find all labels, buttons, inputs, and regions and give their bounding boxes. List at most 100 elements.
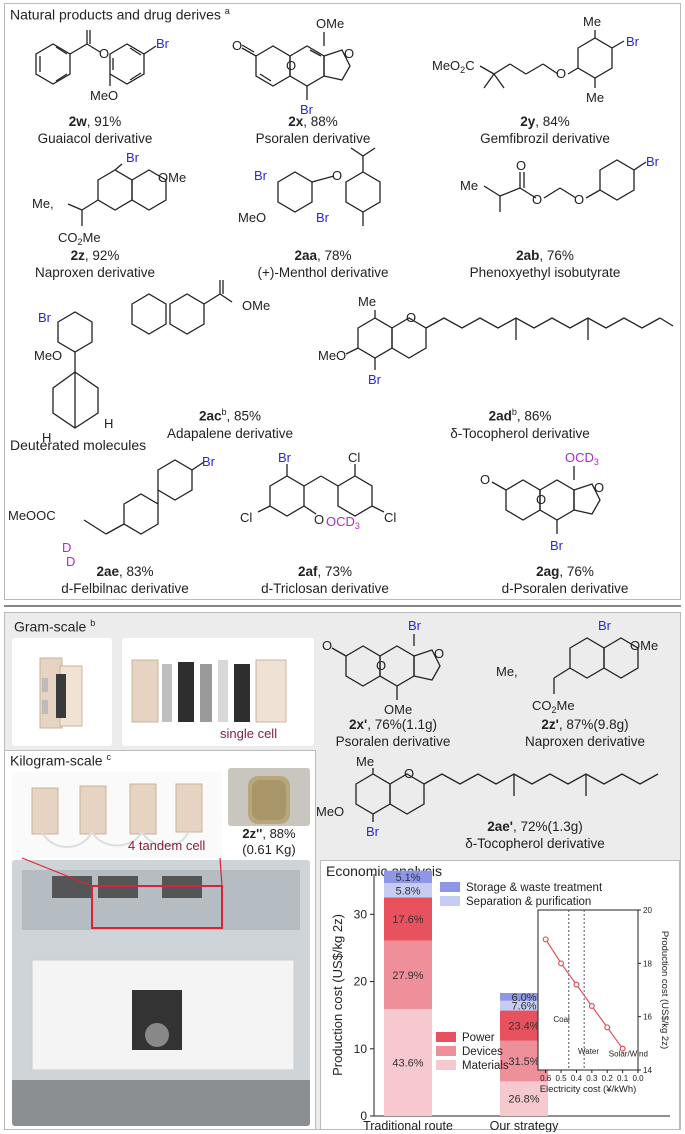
legend-label: Materials <box>462 1060 509 1072</box>
data-point <box>588 1003 595 1010</box>
atom-br2: Br <box>316 210 330 225</box>
atom-me: Me, <box>32 196 54 211</box>
atom-o3: O <box>516 158 526 173</box>
atom-o: O <box>99 46 109 61</box>
data-point <box>558 960 565 967</box>
molecule-2ag: OCD3 O O O Br <box>480 450 604 553</box>
legend-swatch <box>436 1032 456 1042</box>
legend-label: Separation & purification <box>466 896 591 908</box>
tandem-label: 4 tandem cell <box>128 838 206 853</box>
atom-o3: O <box>594 480 604 495</box>
atom-o: O <box>574 192 584 207</box>
data-point <box>542 936 549 943</box>
y-tick-label: 20 <box>643 906 652 915</box>
atom-br: Br <box>278 450 292 465</box>
atom-o: O <box>314 512 324 527</box>
molecule-2x: OMe O O O Br <box>232 16 354 117</box>
data-label: 43.6% <box>392 1058 423 1070</box>
bar-segment <box>384 1009 432 1116</box>
caption-2ae: 2ae, 83%d-Felbilnac derivative <box>61 564 189 596</box>
bar-segment <box>384 883 432 898</box>
atom-me: Me <box>356 754 374 769</box>
atom-br: Br <box>202 454 216 469</box>
product-caption: 2z'', 88%(0.61 Kg) <box>242 826 296 857</box>
y-tick-label: 10 <box>354 1042 368 1056</box>
tandem-cell-photo: 4 tandem cell <box>12 772 222 858</box>
atom-d2: D <box>66 554 75 569</box>
molecule-2z-prime: Br OMe Me, CO2Me <box>496 618 658 715</box>
atom-br: Br <box>156 36 170 51</box>
caption-2ac: 2acb, 85%Adapalene derivative <box>166 407 294 441</box>
atom-o2: O <box>532 192 542 207</box>
atom-ome: OMe <box>316 16 344 31</box>
x-tick-label: 0.0 <box>632 1074 644 1083</box>
atom-o2: O <box>536 492 546 507</box>
atom-o: O <box>232 38 242 53</box>
atom-me2: Me <box>586 90 604 105</box>
lab-setup-photo <box>12 860 310 1126</box>
atom-o2: O <box>286 58 296 73</box>
section-divider <box>4 605 681 607</box>
x-tick-label: 0.3 <box>586 1074 598 1083</box>
caption-2aa: 2aa, 78%(+)-Menthol derivative <box>257 248 389 280</box>
atom-cl2: Cl <box>240 510 252 525</box>
x-tick-label: 0.4 <box>571 1074 583 1083</box>
y-tick-label: 14 <box>643 1066 652 1075</box>
atom-br: Br <box>408 618 422 633</box>
molecule-2af: Br Cl Cl Cl O OCD3 <box>240 450 396 531</box>
molecule-2aa: Br Br MeO O <box>238 147 381 226</box>
data-label: 31.5% <box>508 1056 539 1068</box>
legend-label: Storage & waste treatment <box>466 882 603 894</box>
atom-o: O <box>404 766 414 781</box>
caption-2z: 2z, 92%Naproxen derivative <box>34 248 156 280</box>
region-label: Solar/Wind <box>609 1050 648 1059</box>
data-point <box>604 1024 611 1031</box>
category-label: Our strategy <box>490 1119 560 1132</box>
atom-ocd3: OCD3 <box>565 450 599 467</box>
data-label: 5.8% <box>395 885 420 897</box>
atom-cl: Cl <box>348 450 360 465</box>
data-label: 6.0% <box>511 992 536 1004</box>
reactor-photo <box>12 638 112 746</box>
atom-ome: OMe <box>158 170 186 185</box>
product-jar-photo <box>228 768 310 826</box>
atom-o: O <box>480 472 490 487</box>
atom-meooc: MeOOC <box>8 508 56 523</box>
legend-swatch <box>440 882 460 892</box>
y-tick-label: 20 <box>354 975 368 989</box>
y-tick-label: 0 <box>360 1109 367 1123</box>
atom-meo: MeO <box>238 210 266 225</box>
kilogram-title: Kilogram-scale c <box>10 752 111 769</box>
molecule-2w: O Br MeO <box>35 30 170 103</box>
atom-br: Br <box>626 34 640 49</box>
x-tick-label: 0.2 <box>602 1074 614 1083</box>
bar-segment <box>500 992 548 1001</box>
bar-segment <box>500 1081 548 1116</box>
atom-o: O <box>332 168 342 183</box>
atom-o: O <box>322 638 332 653</box>
molecule-2ab: Br O O O Me <box>460 154 660 212</box>
natural-products-panel <box>4 3 681 600</box>
caption-2w: 2w, 91%Guaiacol derivative <box>37 114 153 146</box>
caption-2z-prime: 2z', 87%(9.8g)Naproxen derivative <box>524 717 646 749</box>
atom-cd3: OCD3 <box>326 514 360 531</box>
atom-br: Br <box>366 824 380 839</box>
atom-ome: OMe <box>384 702 412 717</box>
atom-me: Me <box>460 178 478 193</box>
legend-swatch <box>436 1046 456 1056</box>
bar-segment <box>384 870 432 884</box>
data-point <box>573 981 580 988</box>
y-tick-label: 30 <box>354 907 368 921</box>
atom-meo: MeO <box>316 804 344 819</box>
atom-me: Me, <box>496 664 518 679</box>
caption-2x-prime: 2x', 76%(1.1g)Psoralen derivative <box>335 717 451 749</box>
atom-meo: MeO <box>318 348 346 363</box>
bar-segment <box>384 940 432 1010</box>
region-label: Coal <box>553 1015 570 1024</box>
atom-h2: H <box>104 416 113 431</box>
atom-o: O <box>406 310 416 325</box>
atom-o: O <box>556 66 566 81</box>
x-axis-label: Electricity cost (¥/kWh) <box>540 1084 637 1095</box>
